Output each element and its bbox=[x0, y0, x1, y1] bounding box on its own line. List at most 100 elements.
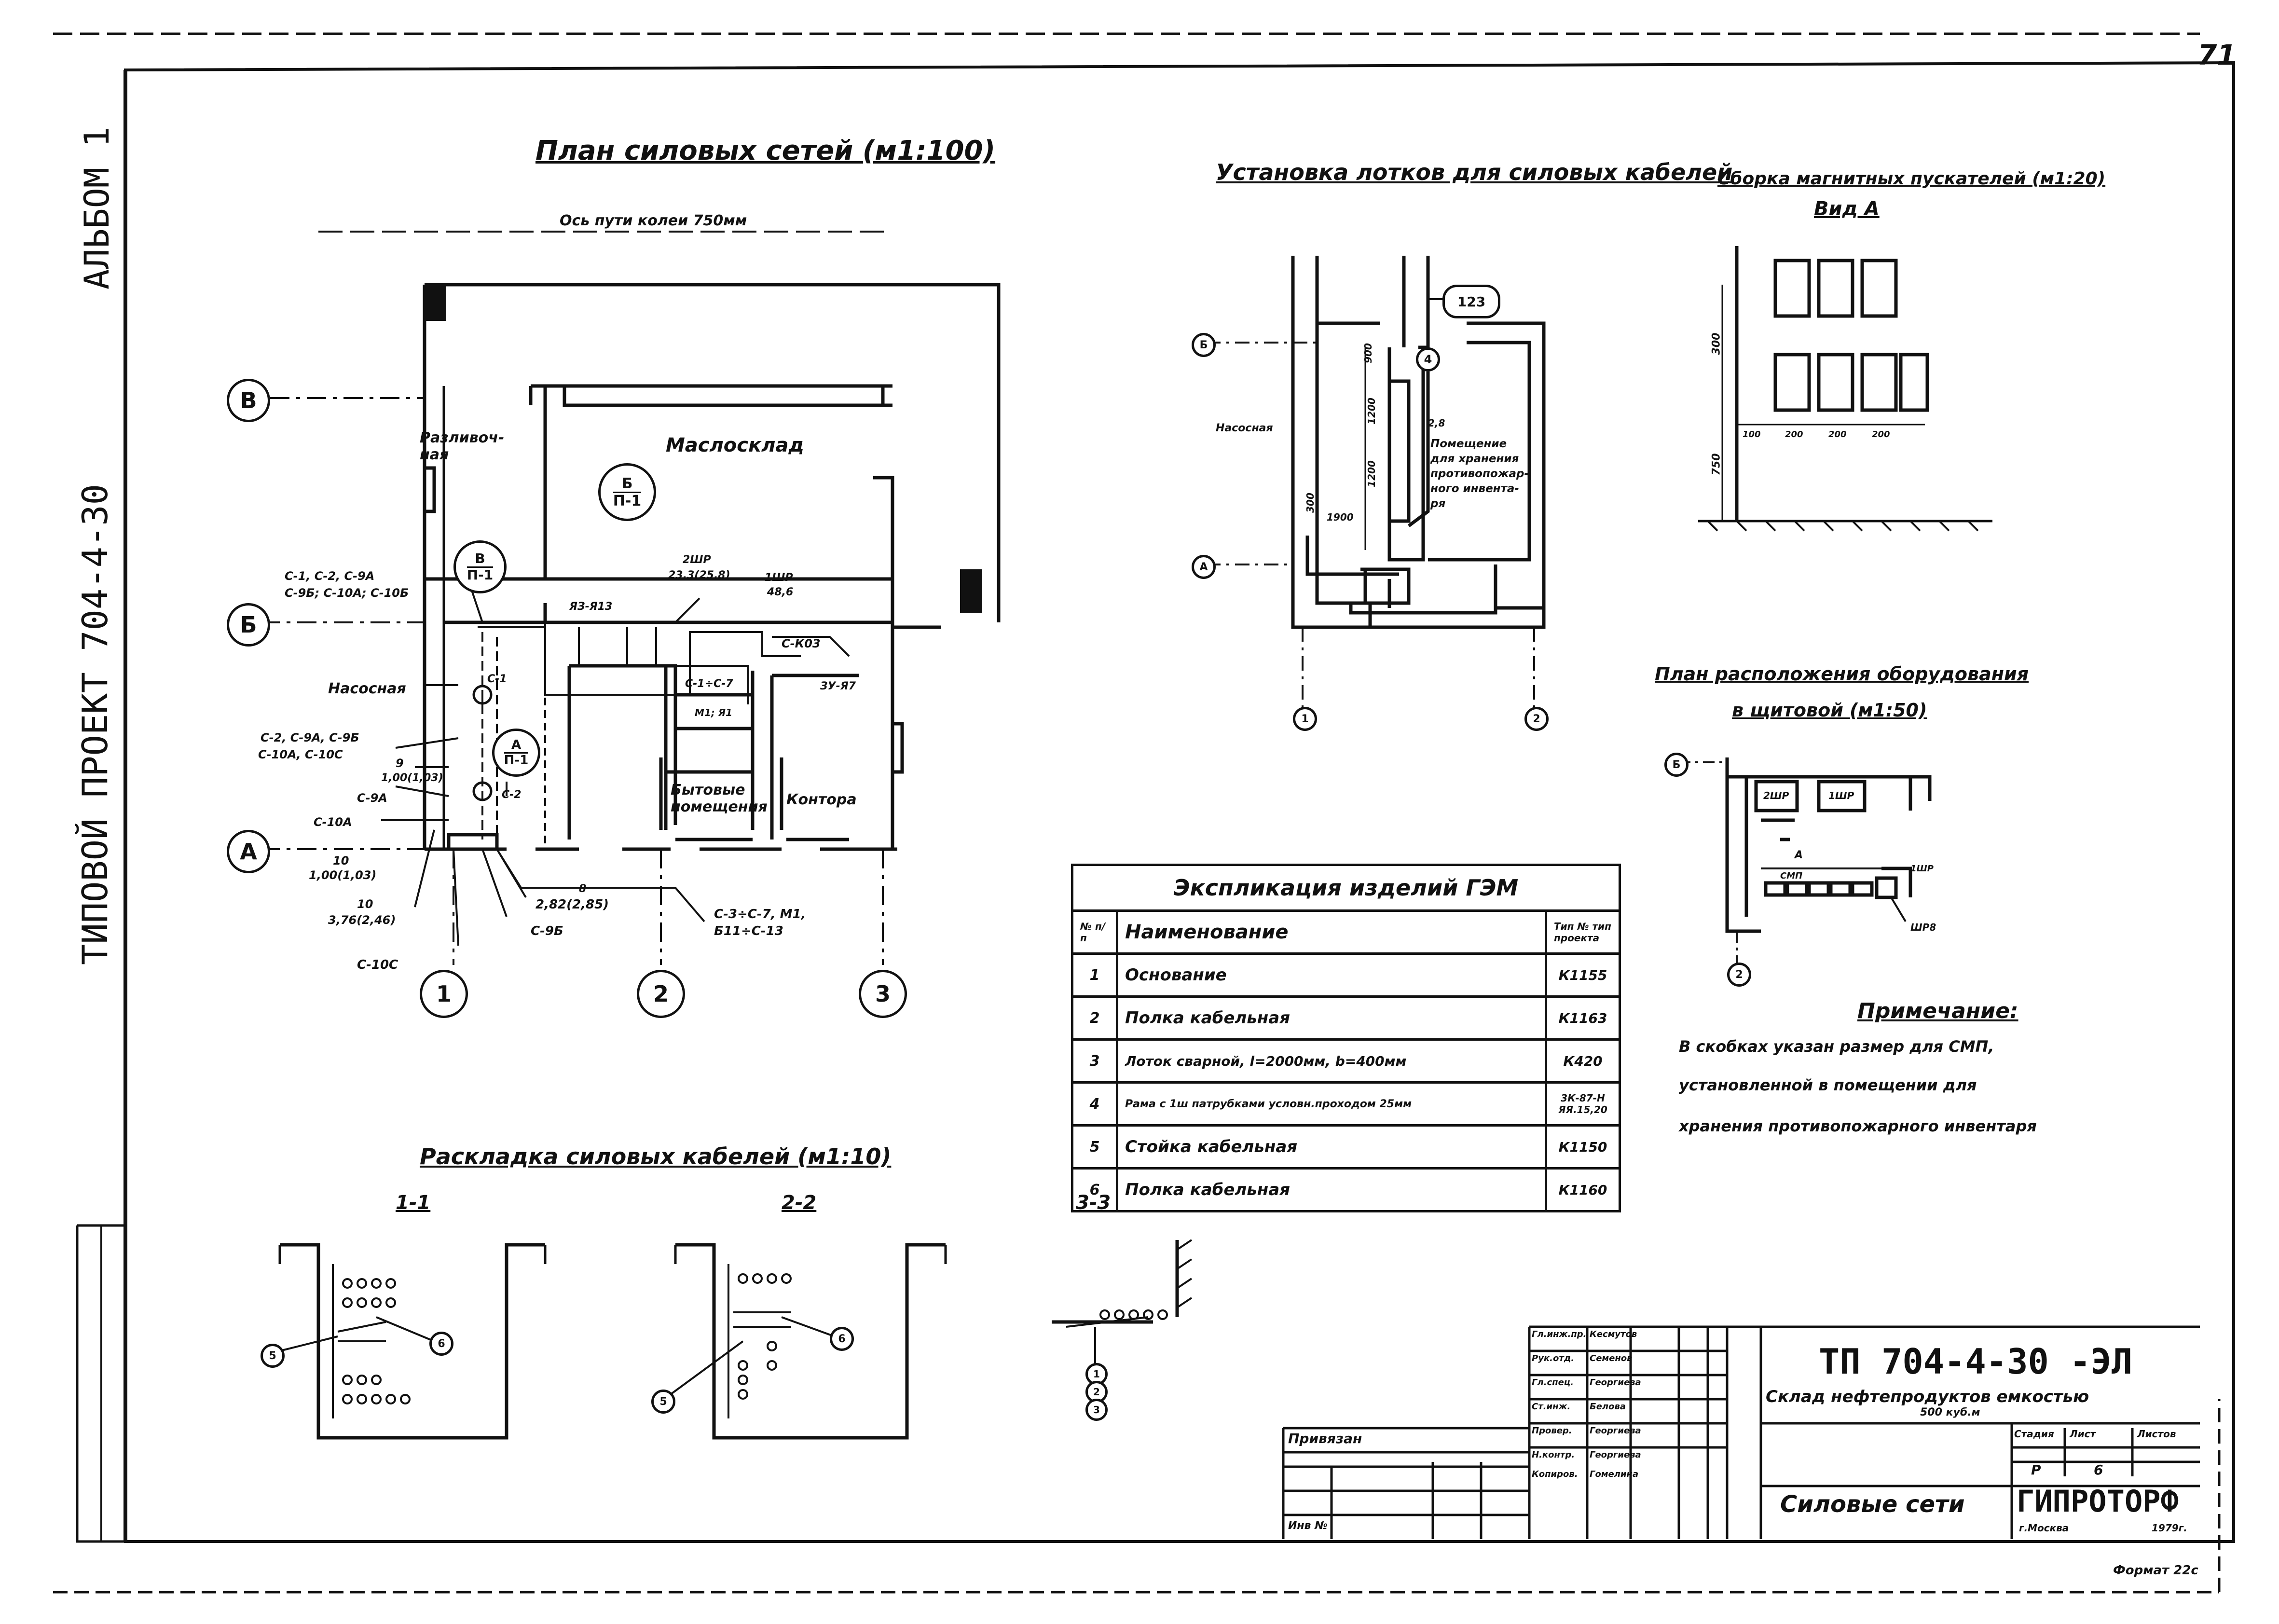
cable-label: 10 bbox=[333, 854, 349, 867]
table-row: 6 Полка кабельная К1160 bbox=[1071, 1167, 1621, 1212]
explication-table: Экспликация изделий ГЭМ № п/п Наименован… bbox=[1071, 864, 1621, 1212]
title-block-grid bbox=[1282, 1325, 2200, 1539]
dimension: 100 bbox=[1743, 429, 1761, 440]
document-code: ТП 704-4-30 -ЭЛ bbox=[1819, 1341, 2133, 1382]
section-label: 2-2 bbox=[782, 1192, 817, 1214]
equipment-label: 1ШР bbox=[1910, 864, 1934, 874]
trays-title: Установка лотков для силовых кабелей bbox=[1216, 159, 1733, 185]
axis-marker: 1 bbox=[420, 970, 468, 1018]
axis-marker: А bbox=[1192, 555, 1216, 579]
room-label: Маслосклад bbox=[666, 434, 804, 456]
stamp-role: Рук.отд. bbox=[1532, 1353, 1575, 1363]
stage-header: Стадия bbox=[2014, 1428, 2054, 1440]
inventory-label: Инв № bbox=[1288, 1520, 1328, 1532]
stamp-person: Георгиева bbox=[1590, 1450, 1641, 1460]
axis-marker: Б bbox=[1664, 753, 1689, 777]
table-row: 3 Лоток сварной, l=2000мм, b=400мм К420 bbox=[1071, 1038, 1621, 1084]
axis-marker: В bbox=[227, 379, 270, 422]
cable-label: М1; Я1 bbox=[695, 707, 733, 718]
privyazan-label: Привязан bbox=[1288, 1431, 1362, 1446]
stamp-person: Семенов bbox=[1590, 1353, 1633, 1363]
axis-marker: 2 bbox=[1727, 963, 1751, 987]
cable-label: С-К03 bbox=[782, 637, 821, 650]
cable-label: 3,76(2,46) bbox=[328, 913, 396, 927]
cable-label: С-1, С-2, С-9А bbox=[285, 569, 375, 583]
equipment-title: в щитовой (м1:50) bbox=[1732, 700, 1927, 721]
section-label: 3-3 bbox=[1076, 1192, 1111, 1214]
dimension: 300 bbox=[1710, 332, 1723, 355]
note-line: установленной в помещении для bbox=[1679, 1076, 1977, 1094]
cable-label: С-9Б; С-10А; С-10Б bbox=[285, 586, 409, 600]
axis-marker: А bbox=[227, 830, 270, 873]
layout-title: Раскладка силовых кабелей (м1:10) bbox=[420, 1143, 892, 1170]
stamp-person: Кесмутов bbox=[1590, 1329, 1637, 1339]
table-header: Наименование bbox=[1116, 909, 1547, 955]
table-row: 1 Основание К1155 bbox=[1071, 952, 1621, 998]
stamp-person: Георгиева bbox=[1590, 1377, 1641, 1388]
cable-label: Б11÷С-13 bbox=[714, 924, 783, 938]
note-line: хранения противопожарного инвентаря bbox=[1679, 1117, 2037, 1135]
stage-value: Р bbox=[2031, 1462, 2041, 1478]
table-row: 4 Рама с 1ш патрубками условн.проходом 2… bbox=[1071, 1081, 1621, 1127]
stamp-role: Гл.спец. bbox=[1532, 1377, 1574, 1388]
axis-note: Ось пути колеи 750мм bbox=[560, 212, 747, 229]
year: 1979г. bbox=[2152, 1522, 2187, 1534]
cable-label: 2,82(2,85) bbox=[535, 897, 609, 912]
room-label: Контора bbox=[786, 791, 857, 808]
equipment-label: 2ШР bbox=[1763, 790, 1789, 801]
section-label: 1-1 bbox=[396, 1192, 431, 1214]
axis-marker: 3 bbox=[859, 970, 907, 1018]
dimension: 200 bbox=[1872, 429, 1890, 440]
cable-label: 23,3(25,8) bbox=[668, 569, 730, 581]
cable-label: 1,00(1,03) bbox=[381, 772, 443, 784]
stamp-role: Гл.инж.пр. bbox=[1532, 1329, 1587, 1339]
callout-marker: 5 bbox=[651, 1390, 675, 1414]
stamp-person: Георгиева bbox=[1590, 1426, 1641, 1436]
cable-label: 8 bbox=[579, 883, 587, 895]
view-label: Вид А bbox=[1814, 198, 1880, 220]
project-name: Склад нефтепродуктов емкостью bbox=[1766, 1387, 2089, 1406]
album-label: АЛЬБОМ 1 bbox=[77, 126, 117, 289]
dimension: 200 bbox=[1785, 429, 1803, 440]
cable-label: С-10А, С-10С bbox=[258, 748, 343, 761]
table-title: Экспликация изделий ГЭМ bbox=[1071, 864, 1621, 912]
cable-label: С-2, С-9А, С-9Б bbox=[261, 731, 359, 744]
equipment-layout-drawing bbox=[1679, 757, 1932, 965]
plan-title: План силовых сетей (м1:100) bbox=[535, 135, 996, 166]
list-header: Лист bbox=[2070, 1428, 2096, 1440]
callout-marker: 123 bbox=[1442, 285, 1500, 318]
dimension: 300 bbox=[1304, 493, 1316, 513]
room-label: Насосная bbox=[328, 680, 406, 697]
callout-marker: 3 bbox=[1085, 1399, 1108, 1421]
callout-marker: 5 bbox=[261, 1344, 285, 1368]
equipment-label: ШР8 bbox=[1910, 922, 1936, 933]
dimension: 2,8 bbox=[1428, 417, 1445, 429]
list-value: 6 bbox=[2094, 1462, 2103, 1478]
axis-marker: 2 bbox=[637, 970, 685, 1018]
stamp-person: Белова bbox=[1590, 1402, 1626, 1412]
cable-label: 9 bbox=[396, 757, 404, 770]
cable-label: С-1 bbox=[487, 673, 507, 685]
sheet-number: 71 bbox=[2197, 39, 2237, 71]
format-label: Формат 22с bbox=[2113, 1563, 2198, 1578]
equipment-title: План расположения оборудования bbox=[1655, 663, 2029, 685]
table-row: 2 Полка кабельная К1163 bbox=[1071, 995, 1621, 1041]
cable-layout-sections bbox=[278, 1239, 1193, 1440]
axis-marker: Б bbox=[227, 603, 270, 647]
cable-label: 2ШР bbox=[683, 554, 711, 566]
callout-marker: 4 bbox=[1416, 347, 1440, 372]
capacity: 500 куб.м bbox=[1920, 1406, 1980, 1418]
dimension: 1200 bbox=[1365, 398, 1377, 425]
callout-marker: 6 bbox=[429, 1332, 453, 1356]
organization: ГИПРОТОРФ bbox=[2017, 1484, 2179, 1519]
magnetic-title: Сборка магнитных пускателей (м1:20) bbox=[1717, 169, 2106, 189]
cable-label: С-1÷С-7 bbox=[685, 678, 733, 690]
table-header: Тип № тип проекта bbox=[1545, 909, 1621, 955]
project-label: ТИПОВОЙ ПРОЕКТ 704-4-30 bbox=[75, 484, 115, 965]
cable-label: ЗУ-Я7 bbox=[820, 680, 856, 692]
axis-marker: 1 bbox=[1293, 707, 1317, 731]
